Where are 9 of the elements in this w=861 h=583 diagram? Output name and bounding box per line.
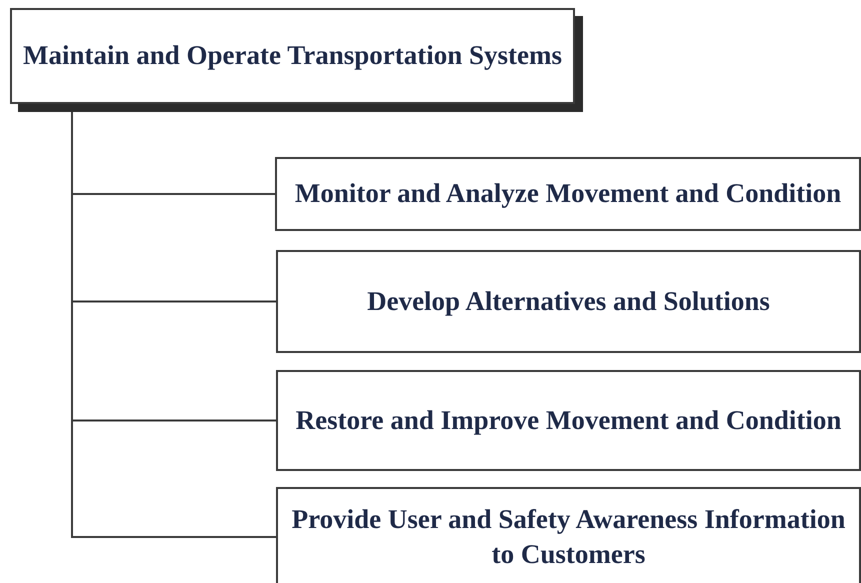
process-box (276, 487, 861, 583)
process-box (276, 250, 861, 353)
box-label: Restore and Improve Movement and Condition (294, 404, 842, 437)
box-label: Develop Alternatives and Solutions (366, 284, 771, 318)
box-label: Provide User and Safety Awareness Information to Customers (290, 502, 846, 571)
process-box (275, 157, 861, 231)
box-label: Monitor and Analyze Movement and Condition (294, 177, 842, 210)
process-box (276, 370, 861, 471)
box-label: Maintain and Operate Transportation Systems (22, 39, 564, 72)
